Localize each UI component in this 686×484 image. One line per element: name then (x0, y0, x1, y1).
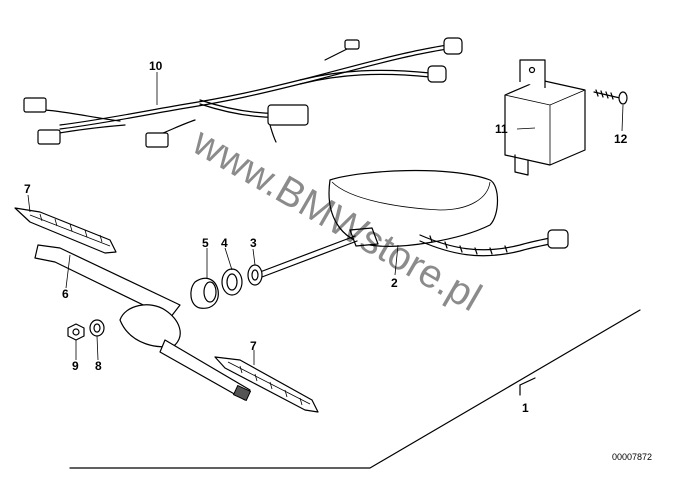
callout-4: 4 (221, 236, 228, 250)
callout-11: 11 (495, 122, 508, 136)
wiring-harness (23, 37, 463, 148)
callout-5: 5 (202, 236, 209, 250)
wiper-blade-top (14, 207, 117, 254)
control-unit (504, 59, 586, 176)
assembly-outline (69, 309, 641, 469)
wiper-motor (259, 169, 569, 278)
wiper-arm (34, 244, 252, 402)
callouts: 1 2 3 4 5 6 7 7 8 9 10 11 12 (24, 59, 628, 415)
callout-10: 10 (149, 59, 163, 73)
callout-3: 3 (250, 236, 257, 250)
callout-2: 2 (391, 276, 398, 290)
callout-8: 8 (95, 359, 102, 373)
callout-7-top: 7 (24, 182, 31, 196)
nut (67, 323, 85, 341)
diagram-number: 00007872 (612, 452, 652, 462)
callout-7-bottom: 7 (250, 339, 257, 353)
callout-12: 12 (614, 132, 628, 146)
callout-9: 9 (72, 359, 79, 373)
callout-1: 1 (522, 401, 529, 415)
wiper-blade-bottom (214, 356, 319, 413)
callout-6: 6 (62, 287, 69, 301)
screw (593, 89, 628, 105)
washers (190, 264, 263, 309)
washer (89, 319, 105, 337)
leader-lines (27, 72, 624, 365)
